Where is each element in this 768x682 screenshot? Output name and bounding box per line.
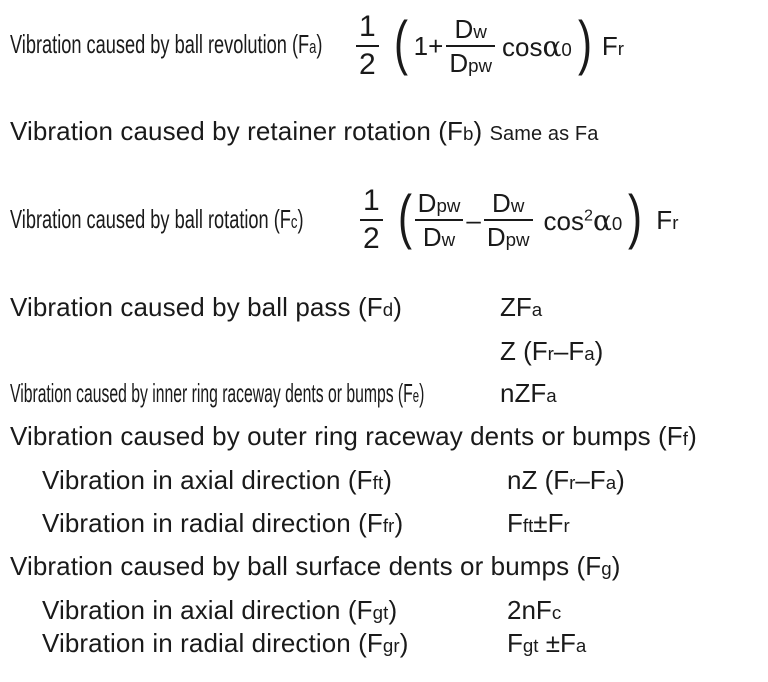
fg-label: Vibration caused by ball surface dents o…: [10, 551, 621, 581]
fg-radial-label: Vibration in radial direction (Fgr): [42, 628, 409, 658]
ff-axial-expr: nZ (Fr–Fa): [507, 465, 625, 495]
fc-label: Vibration caused by ball rotation (Fc): [10, 204, 304, 234]
fd-expr-2: Z (Fr–Fa): [500, 336, 604, 366]
fg-radial-expr: Fgt ±Fa: [507, 628, 587, 658]
fd-expr-1: ZFa: [500, 292, 543, 322]
ff-axial-label: Vibration in axial direction (Fft): [42, 465, 393, 495]
fg-axial-label: Vibration in axial direction (Fgt): [42, 595, 398, 625]
fb-note: Same as Fa: [489, 123, 599, 145]
ff-radial-expr: Fft±Fr: [507, 508, 570, 538]
fa-label: Vibration caused by ball revolution (Fa): [10, 29, 323, 59]
fe-expr: nZFa: [500, 378, 557, 408]
fb-label: Vibration caused by retainer rotation (F…: [10, 116, 599, 146]
ff-radial-label: Vibration in radial direction (Ffr): [42, 508, 404, 538]
fc-ratio1-fraction: Dpw Dw: [414, 190, 464, 250]
fe-label: Vibration caused by inner ring raceway d…: [10, 378, 425, 408]
ff-label: Vibration caused by outer ring raceway d…: [10, 421, 697, 451]
fa-ratio-fraction: Dw Dpw: [446, 16, 496, 76]
fd-label: Vibration caused by ball pass (Fd): [10, 292, 402, 322]
fg-axial-expr: 2nFc: [507, 595, 562, 625]
fc-ratio2-fraction: Dw Dpw: [483, 190, 533, 250]
